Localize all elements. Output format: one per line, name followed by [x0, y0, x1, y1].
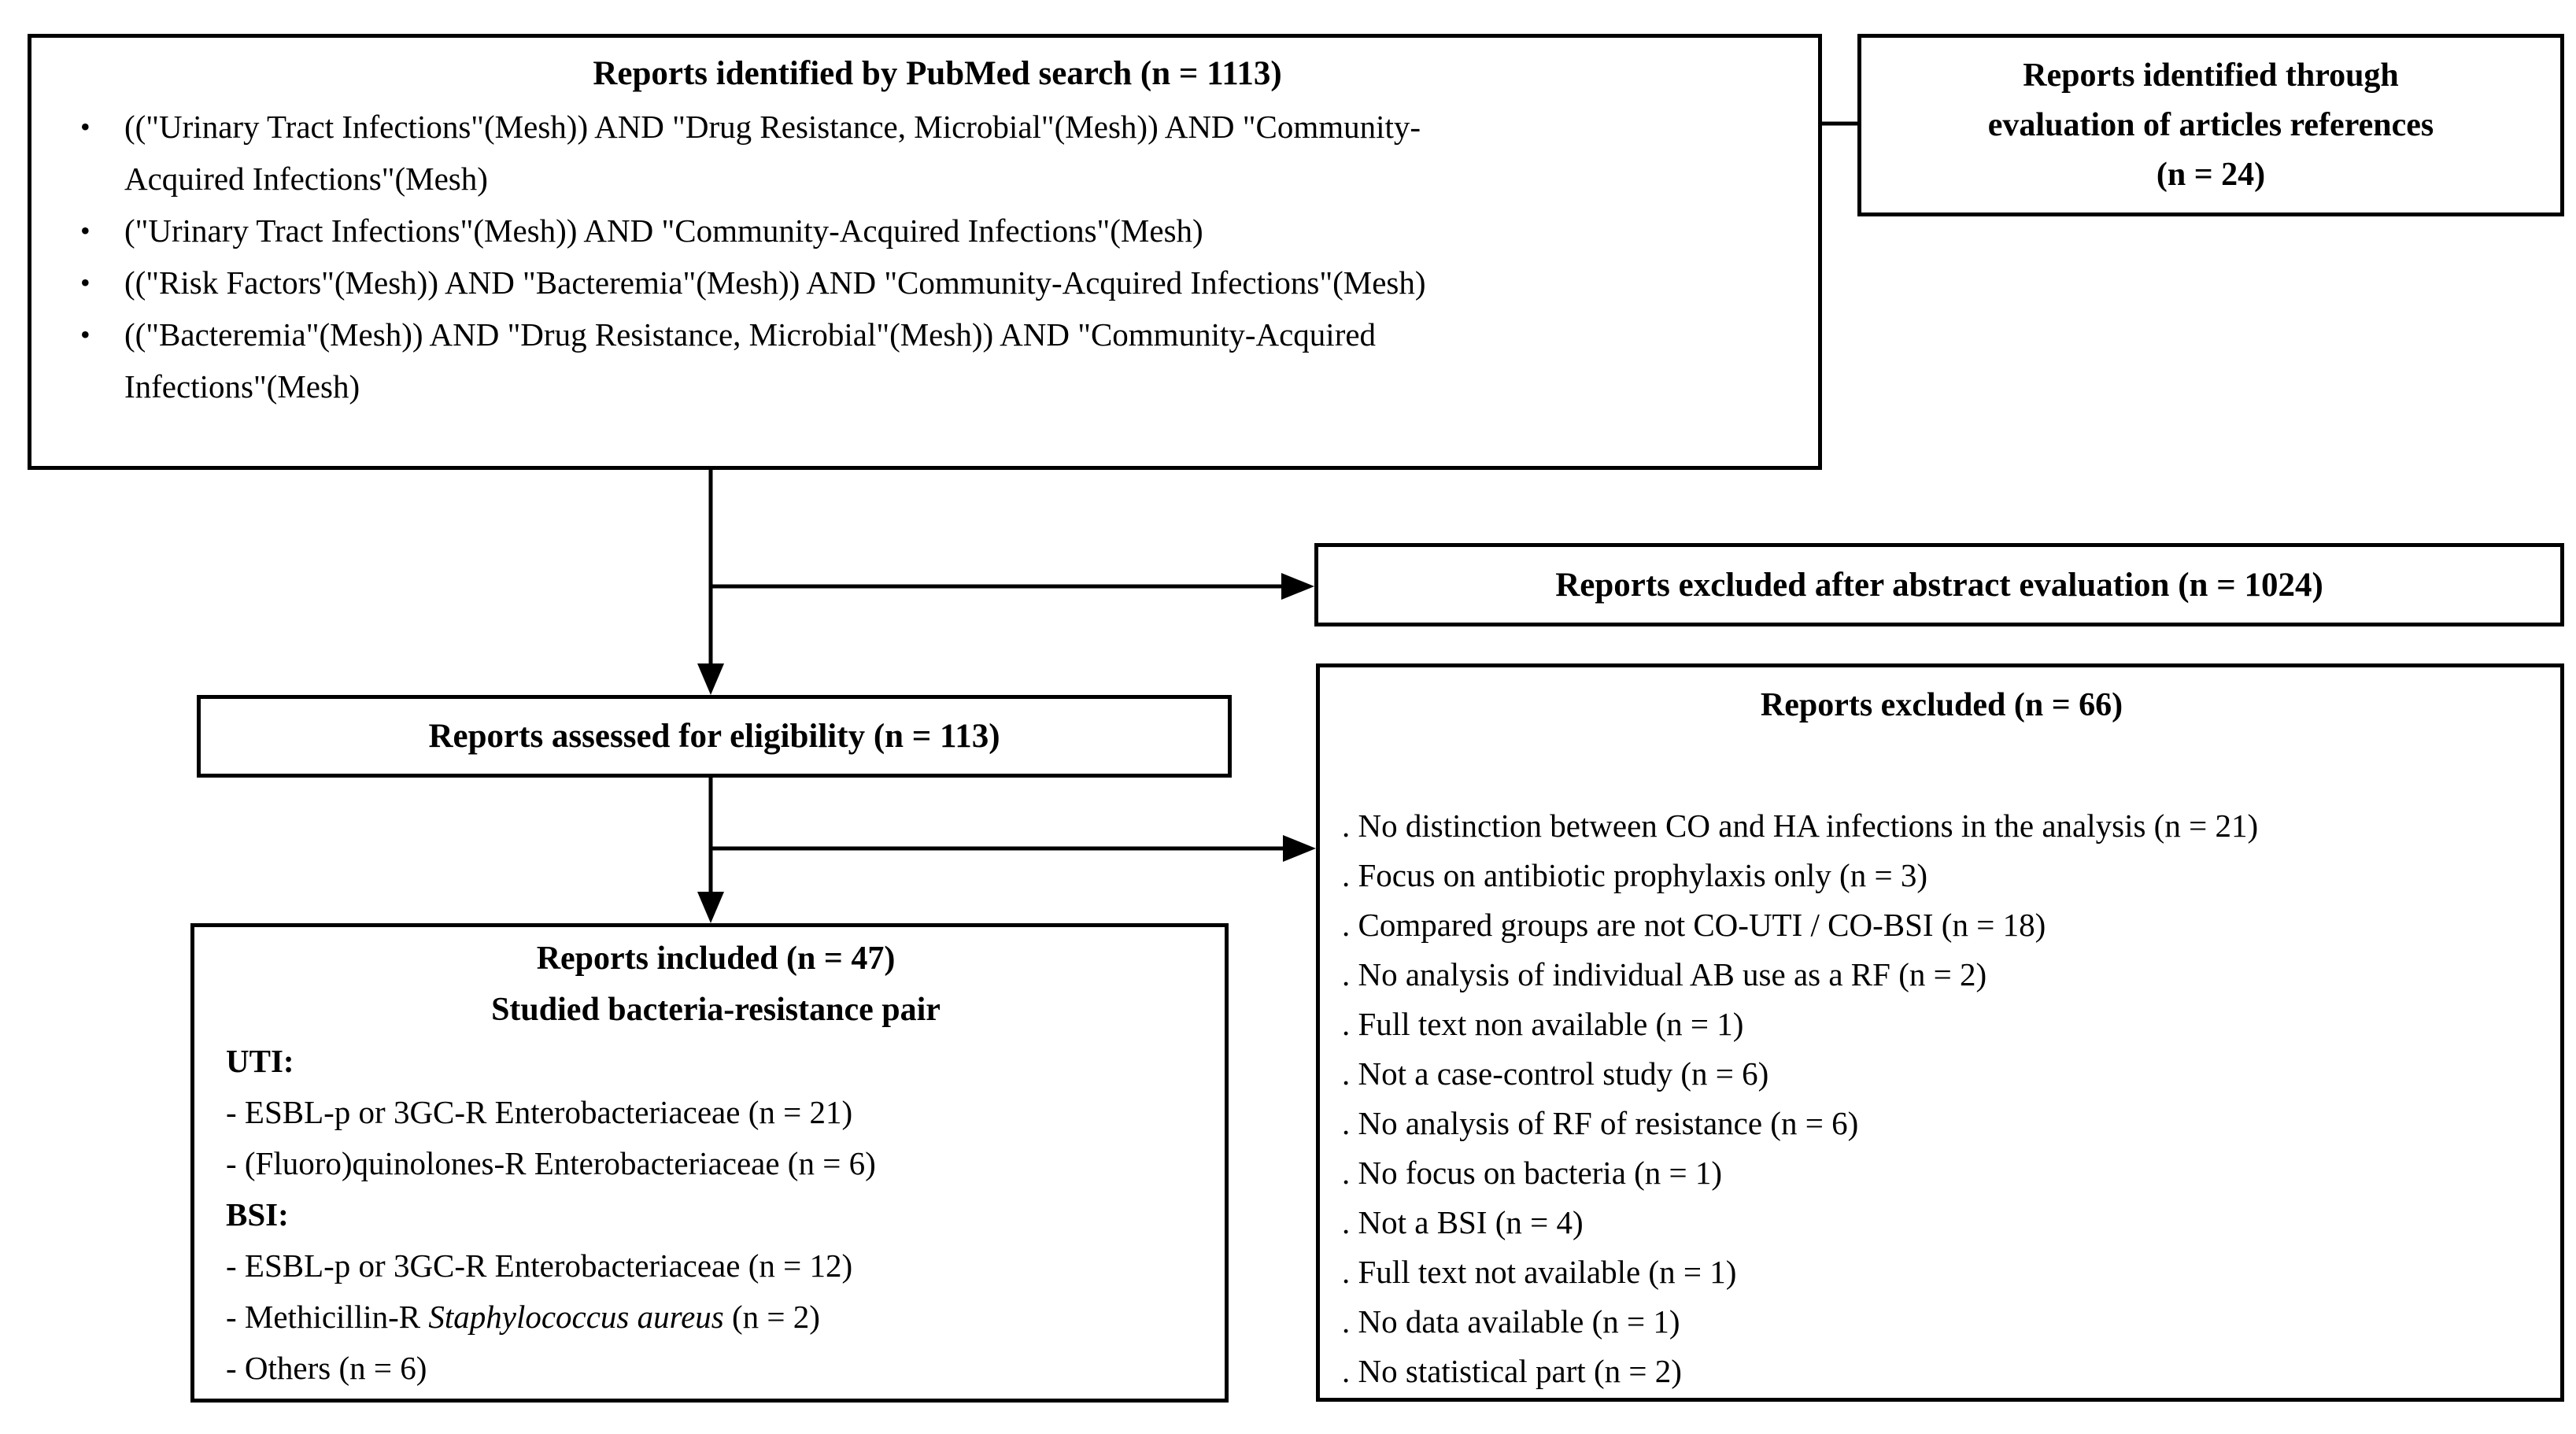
- included-bsi-item-others: - Others (n = 6): [226, 1350, 427, 1386]
- arrowhead-right-abstract-excluded: [1281, 573, 1314, 600]
- references-line-2: evaluation of articles references: [1987, 106, 2434, 143]
- excluded-reason: . Not a BSI (n = 4): [1342, 1204, 1584, 1240]
- abstract-excluded-title: Reports excluded after abstract evaluati…: [1555, 566, 2323, 604]
- excluded-reason: . Full text non available (n = 1): [1342, 1006, 1744, 1042]
- box-references-identified: Reports identified through evaluation of…: [1857, 34, 2564, 216]
- box-reports-excluded: Reports excluded (n = 66) . No distincti…: [1316, 663, 2564, 1402]
- included-uti-item-esbl: - ESBL-p or 3GC-R Enterobacteriaceae (n …: [226, 1094, 853, 1130]
- pubmed-box-title: Reports identified by PubMed search (n =…: [593, 55, 1282, 92]
- assessed-title: Reports assessed for eligibility (n = 11…: [428, 718, 1000, 755]
- pubmed-query-item: • (("Bacteremia"(Mesh)) AND "Drug Resist…: [80, 309, 1794, 412]
- included-title-line-2: Studied bacteria-resistance pair: [491, 992, 941, 1028]
- bullet-icon: •: [80, 111, 91, 142]
- references-line-3: (n = 24): [2156, 156, 2266, 193]
- pubmed-query-text: (("Urinary Tract Infections"(Mesh)) AND …: [124, 109, 1421, 197]
- bullet-icon: •: [80, 319, 91, 350]
- pubmed-query-item: • ("Urinary Tract Infections"(Mesh)) AND…: [80, 205, 1794, 257]
- pubmed-query-item: • (("Risk Factors"(Mesh)) AND "Bacteremi…: [80, 257, 1794, 309]
- bullet-icon: •: [80, 267, 91, 298]
- pubmed-query-text: (("Bacteremia"(Mesh)) AND "Drug Resistan…: [124, 316, 1377, 405]
- excluded-title: Reports excluded (n = 66): [1760, 687, 2123, 723]
- mrsa-text-prefix: - Methicillin-R: [226, 1299, 429, 1335]
- included-bsi-item-esbl: - ESBL-p or 3GC-R Enterobacteriaceae (n …: [226, 1247, 853, 1284]
- excluded-reason: . Compared groups are not CO-UTI / CO-BS…: [1342, 907, 2046, 943]
- excluded-reason: . No distinction between CO and HA infec…: [1342, 808, 2259, 844]
- excluded-reason: . Full text not available (n = 1): [1342, 1254, 1737, 1290]
- excluded-reason: . No analysis of RF of resistance (n = 6…: [1342, 1105, 1859, 1141]
- included-title-line-1: Reports included (n = 47): [536, 941, 896, 977]
- excluded-reason: . No data available (n = 1): [1342, 1303, 1680, 1340]
- arrowhead-right-excluded: [1283, 835, 1316, 862]
- included-bsi-item-mrsa: - Methicillin-R Staphylococcus aureus (n…: [226, 1292, 1206, 1343]
- bullet-icon: •: [80, 215, 91, 246]
- included-uti-label: UTI:: [226, 1043, 294, 1079]
- excluded-reason: . Not a case-control study (n = 6): [1342, 1055, 1769, 1092]
- arrowhead-down-included: [697, 892, 724, 923]
- excluded-reason: . No focus on bacteria (n = 1): [1342, 1155, 1723, 1191]
- excluded-reason: . Focus on antibiotic prophylaxis only (…: [1342, 857, 1927, 893]
- references-line-1: Reports identified through: [2023, 57, 2399, 94]
- excluded-reason: . No statistical part (n = 2): [1342, 1353, 1682, 1389]
- included-uti-item-fluoroquinolones: - (Fluoro)quinolones-R Enterobacteriacea…: [226, 1145, 876, 1181]
- box-reports-included: Reports included (n = 47) Studied bacter…: [190, 923, 1229, 1403]
- box-assessed-eligibility: Reports assessed for eligibility (n = 11…: [197, 695, 1232, 778]
- mrsa-species-italic: Staphylococcus aureus: [428, 1299, 724, 1335]
- pubmed-query-text: (("Risk Factors"(Mesh)) AND "Bacteremia"…: [124, 264, 1426, 301]
- mrsa-text-suffix: (n = 2): [723, 1299, 820, 1335]
- arrowhead-down-assessed: [697, 663, 724, 695]
- box-excluded-after-abstract: Reports excluded after abstract evaluati…: [1314, 543, 2564, 626]
- excluded-reason: . No analysis of individual AB use as a …: [1342, 956, 1987, 992]
- included-bsi-label: BSI:: [226, 1196, 289, 1233]
- pubmed-query-list: • (("Urinary Tract Infections"(Mesh)) AN…: [80, 101, 1794, 412]
- pubmed-query-item: • (("Urinary Tract Infections"(Mesh)) AN…: [80, 101, 1794, 205]
- box-pubmed-search: Reports identified by PubMed search (n =…: [28, 34, 1822, 470]
- pubmed-query-text: ("Urinary Tract Infections"(Mesh)) AND "…: [124, 213, 1203, 249]
